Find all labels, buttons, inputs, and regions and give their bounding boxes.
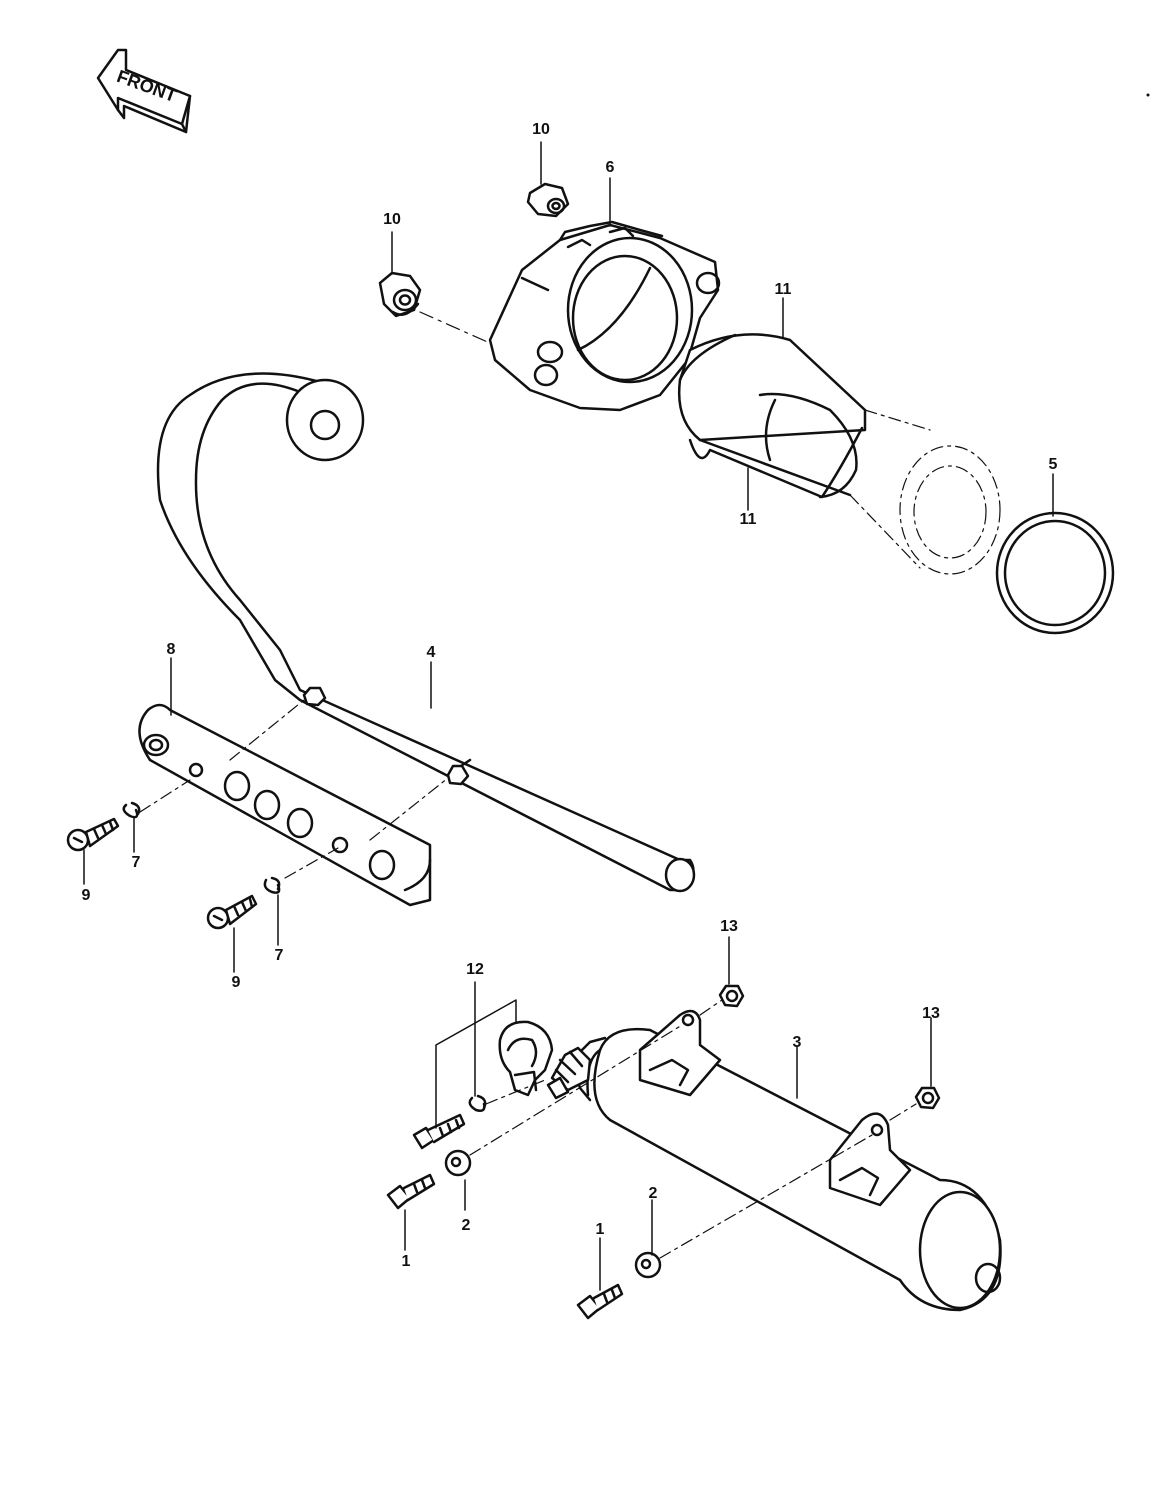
bolt-clamp bbox=[412, 1113, 466, 1150]
gasket-sleeve bbox=[678, 333, 867, 499]
bolt-1-right bbox=[576, 1283, 624, 1320]
screw-9-upper bbox=[66, 817, 120, 852]
callout-7-lower: 7 bbox=[274, 947, 284, 964]
registration-dot bbox=[1146, 93, 1150, 97]
callout-2-left: 2 bbox=[461, 1217, 471, 1234]
callout-10-lower: 10 bbox=[383, 211, 401, 228]
nut-13-lower bbox=[914, 1086, 941, 1110]
muffler bbox=[546, 1009, 1002, 1312]
callout-3: 3 bbox=[792, 1034, 802, 1051]
exhaust-flange bbox=[488, 220, 721, 412]
callout-1-left: 1 bbox=[401, 1253, 411, 1270]
stud-axis-line bbox=[419, 311, 493, 345]
clamp bbox=[498, 1020, 554, 1097]
pipe-stud-upper bbox=[302, 686, 327, 707]
callout-4: 4 bbox=[426, 644, 436, 661]
pipe-stud-lower bbox=[446, 764, 470, 786]
callout-12: 12 bbox=[466, 961, 484, 978]
callout-6: 6 bbox=[605, 159, 615, 176]
washer-7-upper bbox=[122, 801, 141, 819]
gasket-ring bbox=[995, 511, 1115, 635]
callout-13-upper: 13 bbox=[720, 918, 738, 935]
callout-10-upper: 10 bbox=[532, 121, 550, 138]
callout-11-upper: 11 bbox=[774, 281, 792, 298]
screw-9-lower bbox=[206, 894, 258, 930]
callout-1-right: 1 bbox=[595, 1221, 605, 1238]
callout-8: 8 bbox=[166, 641, 176, 658]
callout-13-lower: 13 bbox=[922, 1005, 940, 1022]
nut-10-upper bbox=[526, 182, 570, 218]
callout-5: 5 bbox=[1048, 456, 1058, 473]
nut-13-upper bbox=[718, 984, 745, 1008]
front-arrow: FRONT bbox=[96, 48, 192, 134]
heat-guard bbox=[138, 703, 432, 907]
callout-9-upper: 9 bbox=[81, 887, 91, 904]
washer-12 bbox=[468, 1094, 487, 1112]
exhaust-pipe bbox=[156, 372, 696, 893]
washer-7-lower bbox=[263, 876, 281, 894]
callout-7-upper: 7 bbox=[131, 854, 141, 871]
callout-2-right: 2 bbox=[648, 1185, 658, 1202]
callout-11-lower: 11 bbox=[739, 511, 757, 528]
leader-lines bbox=[83, 141, 1054, 1291]
phantom-pipe-end bbox=[849, 409, 1001, 575]
callout-9-lower: 9 bbox=[231, 974, 241, 991]
muffler-mount-lines bbox=[469, 999, 917, 1259]
nut-10-lower bbox=[378, 271, 422, 318]
washer-2-left bbox=[444, 1149, 472, 1177]
bolt-1-left bbox=[386, 1173, 436, 1210]
washer-2-right bbox=[634, 1251, 662, 1279]
guard-mount-lines bbox=[139, 699, 449, 879]
